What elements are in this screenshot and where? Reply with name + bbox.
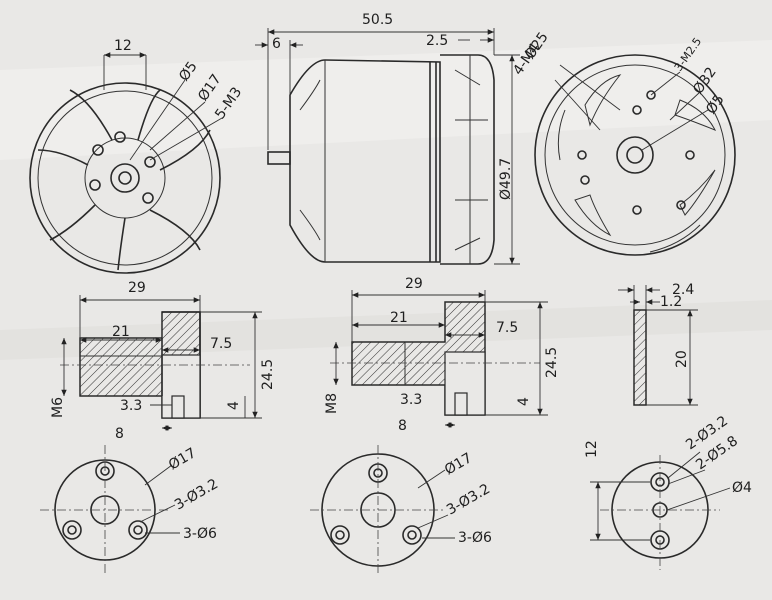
m6-step-label: 3.3 <box>120 398 142 414</box>
bl-counterbore-label: 3-Ø6 <box>183 526 217 542</box>
m8-shank-label: 21 <box>390 310 408 326</box>
adapter-m8-section <box>330 290 548 428</box>
m6-small-label: 4 <box>226 401 242 410</box>
m6-flange-label: 7.5 <box>210 336 232 352</box>
m6-height-label: 24.5 <box>260 359 276 390</box>
adapter-m6-section <box>60 295 262 431</box>
m6-shank-label: 21 <box>112 324 130 340</box>
plate-inner-label: 1.2 <box>660 294 682 310</box>
front-view <box>29 52 223 274</box>
light-band <box>0 40 772 160</box>
motor-base-label: 2.5 <box>426 33 448 49</box>
side-view <box>255 28 520 265</box>
m8-flange-label: 7.5 <box>496 320 518 336</box>
plate-thickness-label: 2.4 <box>672 282 694 298</box>
m6-thread-label: M6 <box>50 397 66 418</box>
bottom-mid-flange <box>310 445 455 575</box>
rear-view <box>534 54 736 256</box>
front-width-label: 12 <box>114 38 132 54</box>
bm-counterbore-label: 3-Ø6 <box>458 530 492 546</box>
br-height-label: 12 <box>584 440 600 458</box>
plate-height-label: 20 <box>674 350 690 368</box>
m8-step-label: 3.3 <box>400 392 422 408</box>
m8-small-label: 4 <box>516 397 532 406</box>
m8-total-label: 29 <box>405 276 423 292</box>
m8-thread-label: M8 <box>324 393 340 414</box>
m8-bottom-label: 8 <box>398 418 407 434</box>
plate-section <box>618 285 698 406</box>
m8-height-label: 24.5 <box>544 347 560 378</box>
motor-diameter-label: Ø49.7 <box>498 158 514 200</box>
bottom-left-flange <box>40 445 180 575</box>
m6-bottom-label: 8 <box>115 426 124 442</box>
br-center-label: Ø4 <box>732 480 752 496</box>
motor-shaft-label: 6 <box>272 36 281 52</box>
m6-total-label: 29 <box>128 280 146 296</box>
bottom-right-part <box>590 451 731 570</box>
motor-length-label: 50.5 <box>362 12 393 28</box>
